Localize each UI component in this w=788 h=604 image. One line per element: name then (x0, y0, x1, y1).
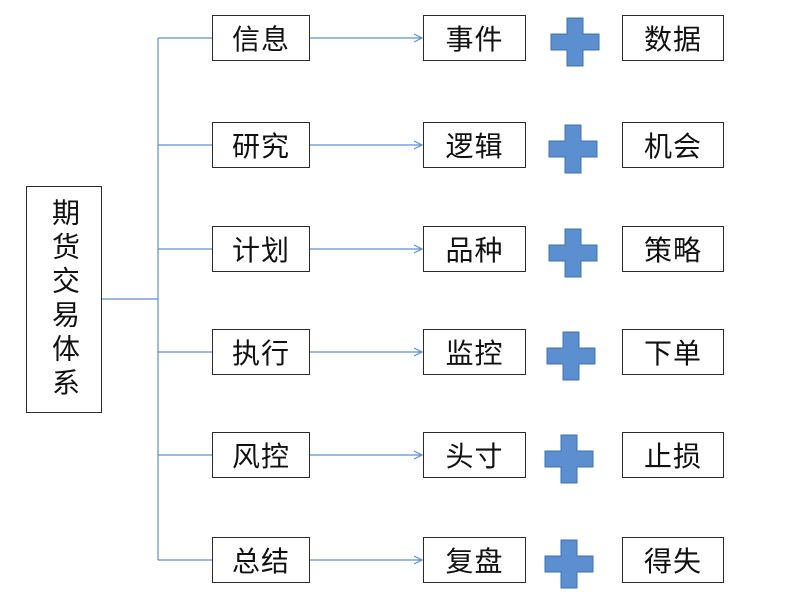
support-node-opportunity: 机会 (622, 122, 724, 168)
focus-node-variety: 品种 (423, 226, 526, 272)
plus-icon (548, 228, 598, 278)
support-node-gainloss: 得失 (622, 537, 724, 583)
plus-icon (544, 539, 594, 589)
plus-icon (544, 434, 594, 484)
arrow-head-icon (413, 244, 424, 254)
stage-node-info: 信息 (212, 15, 310, 61)
support-node-data: 数据 (622, 15, 724, 61)
plus-icon (550, 17, 600, 67)
stage-node-research: 研究 (212, 122, 310, 168)
arrow-head-icon (413, 347, 424, 357)
arrow-head-icon (413, 33, 424, 43)
focus-node-events: 事件 (423, 15, 526, 61)
arrow-head-icon (413, 140, 424, 150)
stage-node-execute: 执行 (212, 329, 310, 375)
plus-icon (546, 331, 596, 381)
focus-node-logic: 逻辑 (423, 122, 526, 168)
support-node-stoploss: 止损 (622, 432, 724, 478)
plus-icon (548, 124, 598, 174)
focus-node-monitor: 监控 (423, 329, 526, 375)
stage-node-review: 总结 (212, 537, 310, 583)
focus-node-position: 头寸 (423, 432, 526, 478)
support-node-strategy: 策略 (622, 226, 724, 272)
focus-node-recap: 复盘 (423, 537, 526, 583)
arrow-head-icon (413, 450, 424, 460)
stage-node-risk: 风控 (212, 432, 310, 478)
arrow-head-icon (413, 555, 424, 565)
stage-node-plan: 计划 (212, 226, 310, 272)
support-node-order: 下单 (622, 329, 724, 375)
root-node: 期货交易体系 (26, 186, 102, 413)
